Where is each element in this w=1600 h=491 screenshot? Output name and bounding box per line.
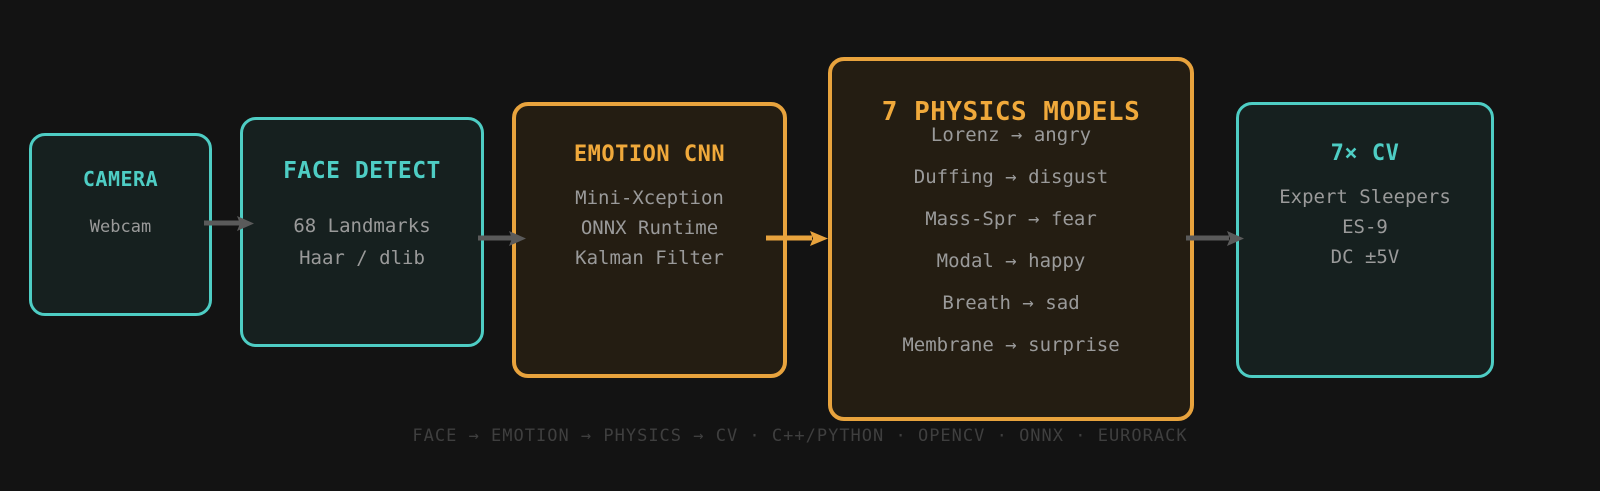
arrow-face-to-emotion-icon [478,227,526,251]
node-cv-output-line-0: Expert Sleepers [1279,186,1451,208]
node-cv-output-line-2: DC ±5V [1330,246,1400,268]
node-face-detect-title: FACE DETECT [283,158,441,184]
node-physics-models-line-3: Modal → happy [936,250,1086,272]
arrow-camera-to-face-icon [204,212,254,236]
node-face-detect-line-1: Haar / dlib [299,247,425,269]
node-physics-models-line-4: Breath → sad [942,292,1080,314]
node-cv-output[interactable]: 7× CV Expert Sleepers ES-9 DC ±5V [1236,102,1494,378]
node-physics-models-line-5: Membrane → surprise [902,334,1120,356]
node-cv-output-title: 7× CV [1330,141,1400,166]
footer-caption: FACE → EMOTION → PHYSICS → CV · C++/PYTH… [412,426,1188,446]
node-cv-output-lines: Expert Sleepers ES-9 DC ±5V [1239,182,1491,272]
node-camera-lines: Webcam [32,212,209,242]
node-emotion-cnn-line-0: Mini-Xception [575,187,724,209]
node-emotion-cnn-line-1: ONNX Runtime [580,217,719,239]
node-face-detect-line-0: 68 Landmarks [293,215,431,237]
node-physics-models-lines: Lorenz → angry Duffing → disgust Mass-Sp… [832,114,1190,366]
node-physics-models-line-1: Duffing → disgust [913,166,1109,188]
node-camera[interactable]: CAMERA Webcam [29,133,212,316]
node-camera-line-0: Webcam [89,217,152,237]
arrow-physics-to-cv-icon [1186,227,1244,251]
node-physics-models-line-2: Mass-Spr → fear [925,208,1097,230]
node-physics-models[interactable]: 7 PHYSICS MODELS Lorenz → angry Duffing … [828,57,1194,421]
node-physics-models-line-0: Lorenz → angry [930,124,1092,146]
node-emotion-cnn-line-2: Kalman Filter [575,247,724,269]
node-emotion-cnn[interactable]: EMOTION CNN Mini-Xception ONNX Runtime K… [512,102,787,378]
node-face-detect-lines: 68 Landmarks Haar / dlib [243,210,481,274]
arrow-emotion-to-physics-icon [766,227,828,251]
node-physics-models-title: 7 PHYSICS MODELS [881,97,1141,127]
node-face-detect[interactable]: FACE DETECT 68 Landmarks Haar / dlib [240,117,484,347]
node-emotion-cnn-lines: Mini-Xception ONNX Runtime Kalman Filter [516,183,783,273]
node-cv-output-line-1: ES-9 [1342,216,1388,238]
node-camera-title: CAMERA [82,167,159,191]
node-emotion-cnn-title: EMOTION CNN [573,142,726,167]
